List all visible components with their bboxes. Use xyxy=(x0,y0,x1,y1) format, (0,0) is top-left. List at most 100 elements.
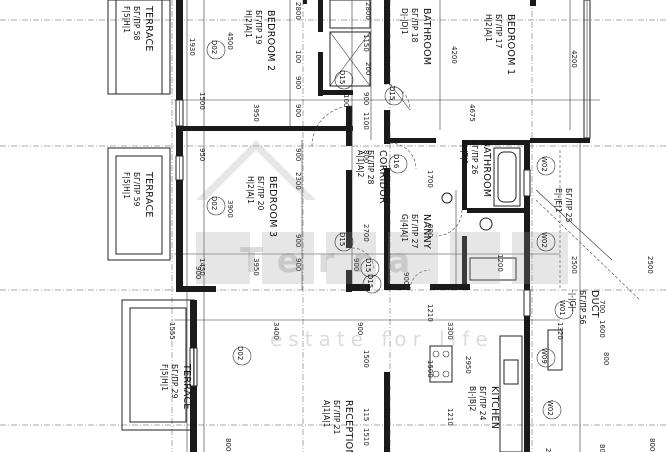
room-code: БГ/ПР 56 xyxy=(578,290,587,325)
dimension-label: 1210 xyxy=(446,408,454,426)
room-name: BATHROOM xyxy=(481,140,492,197)
dimension-label: 2500 xyxy=(570,256,578,274)
dimension-label: 1100 xyxy=(362,112,370,130)
dimension-label: 4200 xyxy=(450,46,458,64)
room-tag: B|-|B|2 xyxy=(468,386,477,412)
watermark-logo xyxy=(196,140,568,284)
door-tag-circle xyxy=(232,346,252,366)
room-name: TERRACE xyxy=(143,5,154,52)
dimension-label: 1930 xyxy=(188,38,196,56)
dimension-label: 4675 xyxy=(468,104,476,122)
room-name: DUCT xyxy=(589,290,600,318)
dimension-label: 700 xyxy=(598,300,606,313)
dimension-label: 4200 xyxy=(570,50,578,68)
room-tag: G|4|A|1 xyxy=(400,214,409,242)
door-tag-circle xyxy=(206,196,226,216)
dimension-label: 2500 xyxy=(646,256,654,274)
door-tag-circle xyxy=(360,258,380,278)
door-tag: W02 xyxy=(540,156,548,172)
door-tag-circle xyxy=(554,300,574,320)
dimension-label: 1500 xyxy=(426,360,434,378)
dimension-label: 100 xyxy=(342,94,350,107)
door-tag: D02 xyxy=(210,40,218,54)
room-name: NANNY xyxy=(421,214,432,249)
watermark-tagline: estate for life xyxy=(270,327,494,351)
room-tag: E|-|E|1 xyxy=(554,188,563,213)
bath-fixtures xyxy=(329,0,563,452)
dimension-label: 900 xyxy=(402,272,410,285)
door-tag-circle xyxy=(536,156,556,176)
diagonal-guides xyxy=(535,150,641,301)
room-tag: H|2|A|1 xyxy=(484,14,493,42)
room-code: БГ/ПР 18 xyxy=(410,8,419,43)
dimension-label: 3950 xyxy=(252,104,260,122)
terraces xyxy=(107,0,195,431)
door-tag-circle xyxy=(536,348,556,368)
dimension-label: 3400 xyxy=(272,322,280,340)
dimension-label: 3300 xyxy=(446,322,454,340)
door-swings xyxy=(311,83,463,291)
dimension-label: 8000 xyxy=(224,438,232,452)
room-code: БГ/ПР 27 xyxy=(410,214,419,249)
dimension-label: 100 xyxy=(294,50,302,63)
room-tag: E|-|E|1 xyxy=(460,140,469,165)
room-name: BEDROOM 1 xyxy=(505,14,516,75)
door-tag: W02 xyxy=(546,400,554,416)
door-tag-circle xyxy=(362,274,382,294)
door-tag: W02 xyxy=(540,232,548,248)
door-tag: D15 xyxy=(388,86,396,100)
dimension-label: 900 xyxy=(294,234,302,247)
dimension-label: 900 xyxy=(294,104,302,117)
dimension-label: 200 xyxy=(364,62,372,75)
door-tag: D02 xyxy=(210,196,218,210)
room-code: БГ/ПР 21 xyxy=(332,400,341,435)
watermark-brand: Terra xyxy=(240,241,428,281)
dimension-label: 1200 xyxy=(496,254,504,272)
room-code: БГ/ПР 19 xyxy=(254,10,263,45)
dimension-label: 3950 xyxy=(252,258,260,276)
dimension-label: 950 xyxy=(198,148,206,161)
door-tag-circle xyxy=(384,86,404,106)
room-tag: D|-|D|1 xyxy=(400,8,409,35)
room-code: БГ/ПР 20 xyxy=(256,176,265,211)
room-name: KITCHEN xyxy=(489,386,500,429)
room-code: БГ/ПР 26 xyxy=(470,140,479,175)
room-code: БГ/ПР 17 xyxy=(494,14,503,49)
room-tag: H|2|A|1 xyxy=(246,176,255,204)
room-tag: F|5|H|1 xyxy=(122,172,131,199)
door-tag-circle xyxy=(334,70,354,90)
room-tag: F|5|H|1 xyxy=(122,6,131,33)
dimension-label: 800 xyxy=(362,150,370,163)
room-name: TERRACE xyxy=(181,363,192,410)
dimension-label: 900 xyxy=(362,92,370,105)
walls xyxy=(176,0,590,452)
room-tag: A|1|A|2 xyxy=(356,150,365,178)
dimension-label: 2800 xyxy=(364,2,372,20)
room-code: БГ/ПР 58 xyxy=(132,6,141,41)
door-tag-circle xyxy=(536,232,556,252)
room-code: БГ/ПР 28 xyxy=(366,150,375,185)
dimension-label: 1700 xyxy=(426,170,434,188)
door-tag: D15 xyxy=(338,232,346,246)
dimension-label: 8000 xyxy=(648,438,656,452)
dimension-label: 900 xyxy=(352,258,360,271)
door-tag: D15 xyxy=(366,274,374,288)
room-code: БГ/ПР 24 xyxy=(478,386,487,421)
dimension-label: 900 xyxy=(294,76,302,89)
dimension-label: 2950 xyxy=(464,356,472,374)
room-code: БГ/ПР 59 xyxy=(132,172,141,207)
room-name: BEDROOM 3 xyxy=(267,176,278,237)
room-tag: H|2|A|1 xyxy=(244,10,253,38)
door-tag: D16 xyxy=(392,154,400,169)
dimension-label: 800 xyxy=(598,444,606,452)
dimension-label: 900 xyxy=(356,322,364,335)
dimension-label: 4500 xyxy=(226,32,234,50)
door-tag-circle xyxy=(388,154,408,174)
door-tag: D15 xyxy=(364,258,372,272)
dimension-label: 800 xyxy=(426,224,434,237)
dimension-label: 1500 xyxy=(198,92,206,110)
dimension-label: 900 xyxy=(194,266,202,279)
room-tag: A|1|A|1 xyxy=(322,400,331,428)
